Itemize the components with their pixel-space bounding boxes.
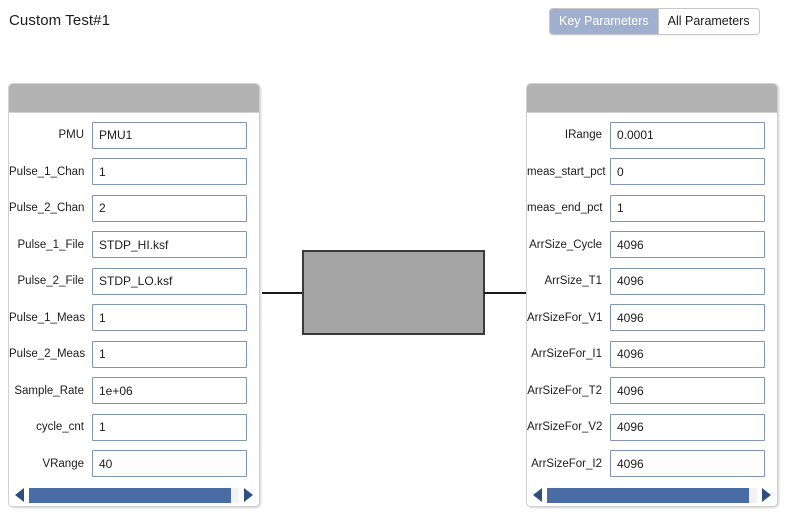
triangle-right-icon[interactable] (242, 487, 254, 503)
connector-line-left (262, 292, 304, 294)
connector-line-right (484, 292, 528, 294)
param-label-pmu: PMU (58, 129, 84, 142)
param-label-arrsizefor-v1: ArrSizeFor_V1 (527, 311, 603, 324)
param-label-arrsizefor-i2: ArrSizeFor_I2 (531, 457, 602, 470)
param-input-arrsizefor-v1[interactable] (610, 304, 765, 332)
parameter-view-toggle[interactable]: Key Parameters All Parameters (549, 8, 760, 35)
param-row: Sample_Rate (9, 373, 259, 410)
param-label-irange: IRange (564, 129, 602, 142)
param-row: cycle_cnt (9, 409, 259, 446)
left-panel-horizontal-scrollbar[interactable] (9, 484, 259, 506)
right-panel-horizontal-scrollbar[interactable] (527, 484, 777, 506)
param-input-pmu[interactable] (92, 121, 247, 149)
param-label-arrsizefor-v2: ArrSizeFor_V2 (527, 421, 603, 434)
param-input-meas-start-pct[interactable] (610, 158, 765, 186)
param-row: VRange (9, 446, 259, 483)
param-row: IRange (527, 117, 777, 154)
left-panel-body: PMU Pulse_1_Chan Pulse_2_Chan Pulse_1_Fi… (9, 113, 259, 485)
param-row: ArrSizeFor_T2 (527, 373, 777, 410)
param-row: ArrSizeFor_V2 (527, 409, 777, 446)
param-row: PMU (9, 117, 259, 154)
param-label-arrsizefor-t2: ArrSizeFor_T2 (527, 384, 602, 397)
param-input-meas-end-pct[interactable] (610, 194, 765, 222)
param-row: ArrSizeFor_I2 (527, 446, 777, 483)
device-diagram (260, 240, 528, 350)
right-panel-body: IRange meas_start_pct meas_end_pct ArrSi… (527, 113, 777, 485)
param-label-sample-rate: Sample_Rate (14, 384, 84, 397)
triangle-left-icon[interactable] (14, 487, 26, 503)
param-label-meas-end-pct: meas_end_pct (527, 202, 603, 215)
param-row: Pulse_2_File (9, 263, 259, 300)
param-input-pulse-2-meas[interactable] (92, 340, 247, 368)
param-label-cycle-cnt: cycle_cnt (36, 421, 84, 434)
param-input-pulse-1-meas[interactable] (92, 304, 247, 332)
param-label-arrsize-t1: ArrSize_T1 (544, 275, 602, 288)
tab-key-parameters[interactable]: Key Parameters (550, 9, 658, 34)
right-parameter-panel: IRange meas_start_pct meas_end_pct ArrSi… (526, 83, 778, 507)
triangle-right-icon[interactable] (760, 487, 772, 503)
param-input-arrsizefor-t2[interactable] (610, 377, 765, 405)
param-row: ArrSizeFor_I1 (527, 336, 777, 373)
left-parameter-panel: PMU Pulse_1_Chan Pulse_2_Chan Pulse_1_Fi… (8, 83, 260, 507)
param-label-pulse-1-chan: Pulse_1_Chan (9, 165, 85, 178)
param-row: Pulse_2_Chan (9, 190, 259, 227)
param-label-arrsizefor-i1: ArrSizeFor_I1 (531, 348, 602, 361)
tab-all-parameters[interactable]: All Parameters (657, 9, 759, 34)
param-row: Pulse_1_Meas (9, 300, 259, 337)
param-input-sample-rate[interactable] (92, 377, 247, 405)
scroll-track[interactable] (547, 487, 757, 503)
param-input-arrsize-t1[interactable] (610, 267, 765, 295)
param-label-pulse-1-meas: Pulse_1_Meas (9, 311, 86, 324)
param-input-pulse-1-file[interactable] (92, 231, 247, 259)
param-input-vrange[interactable] (92, 450, 247, 478)
param-input-irange[interactable] (610, 121, 765, 149)
param-label-pulse-2-file: Pulse_2_File (17, 275, 84, 288)
param-row: meas_end_pct (527, 190, 777, 227)
param-row: ArrSizeFor_V1 (527, 300, 777, 337)
param-row: Pulse_1_Chan (9, 154, 259, 191)
param-input-pulse-1-chan[interactable] (92, 158, 247, 186)
scroll-thumb[interactable] (29, 487, 231, 503)
param-row: Pulse_1_File (9, 227, 259, 264)
param-input-pulse-2-chan[interactable] (92, 194, 247, 222)
device-block[interactable] (302, 250, 485, 335)
param-label-pulse-2-chan: Pulse_2_Chan (9, 202, 85, 215)
right-panel-header (527, 84, 777, 113)
param-input-arrsizefor-i1[interactable] (610, 340, 765, 368)
left-panel-header (9, 84, 259, 113)
param-input-arrsize-cycle[interactable] (610, 231, 765, 259)
scroll-thumb[interactable] (547, 487, 749, 503)
param-label-arrsize-cycle: ArrSize_Cycle (529, 238, 602, 251)
param-label-pulse-2-meas: Pulse_2_Meas (9, 348, 86, 361)
param-row: meas_start_pct (527, 154, 777, 191)
param-input-arrsizefor-i2[interactable] (610, 450, 765, 478)
triangle-left-icon[interactable] (532, 487, 544, 503)
param-row: ArrSize_T1 (527, 263, 777, 300)
page-title: Custom Test#1 (9, 12, 111, 29)
scroll-track[interactable] (29, 487, 239, 503)
param-input-pulse-2-file[interactable] (92, 267, 247, 295)
param-label-meas-start-pct: meas_start_pct (527, 165, 606, 178)
param-label-vrange: VRange (42, 457, 84, 470)
param-row: ArrSize_Cycle (527, 227, 777, 264)
param-row: Pulse_2_Meas (9, 336, 259, 373)
param-label-pulse-1-file: Pulse_1_File (17, 238, 84, 251)
param-input-arrsizefor-v2[interactable] (610, 413, 765, 441)
param-input-cycle-cnt[interactable] (92, 413, 247, 441)
